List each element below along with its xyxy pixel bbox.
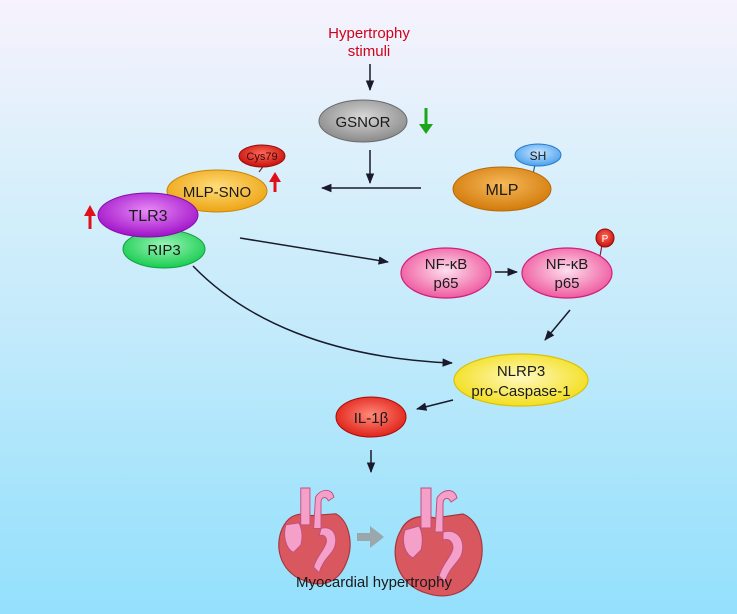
nfkb2-label-line1: NF-κB — [546, 256, 589, 273]
node-tlr3: TLR3 — [97, 192, 199, 238]
il1b-label: IL-1β — [354, 410, 389, 427]
outcome-label: Myocardial hypertrophy — [296, 574, 452, 591]
stimulus-label-line2: stimuli — [348, 43, 391, 60]
mlp-sno-label: MLP-SNO — [183, 184, 251, 201]
nfkb1-label-line1: NF-κB — [425, 256, 468, 273]
node-rip3: RIP3 — [122, 229, 206, 269]
edge-nlrp3-il1b — [415, 399, 454, 411]
node-nlrp3-pro-caspase-1: NLRP3 pro-Caspase-1 — [453, 353, 589, 407]
rip3-label: RIP3 — [147, 242, 180, 259]
edge-nfkb-nlrp3 — [544, 309, 571, 341]
node-sh: SH — [514, 143, 562, 167]
nfkb1-label-line2: p65 — [433, 275, 458, 292]
mlp-label: MLP — [486, 182, 519, 199]
node-nfkb-p65: NF-κB p65 — [400, 247, 492, 299]
gsnor-label: GSNOR — [335, 114, 390, 131]
transition-arrow-icon — [357, 526, 384, 548]
edge-rip3-nlrp3 — [192, 265, 454, 367]
edge-rip3-nfkb — [239, 237, 390, 265]
node-mlp-sno: MLP-SNO — [166, 163, 268, 213]
sh-label: SH — [530, 149, 547, 163]
tlr3-up-indicator-icon — [84, 205, 96, 229]
node-gsnor: GSNOR — [318, 99, 408, 143]
node-nfkb-p65-phosphorylated: NF-κB p65 — [521, 244, 613, 299]
node-mlp: MLP — [452, 164, 552, 212]
hypertrophic-heart-icon — [394, 487, 483, 597]
edges — [192, 64, 571, 474]
stimulus-label-line1: Hypertrophy — [328, 25, 410, 42]
mlp-sno-up-indicator-icon — [269, 172, 281, 192]
nfkb2-label-line2: p65 — [554, 275, 579, 292]
cys79-label: Cys79 — [246, 151, 277, 163]
phospho-badge: P — [595, 228, 615, 248]
gsnor-down-indicator-icon — [419, 108, 433, 134]
node-il-1b: IL-1β — [335, 396, 407, 438]
tlr3-label: TLR3 — [128, 208, 167, 225]
nlrp3-label-line1: NLRP3 — [497, 363, 545, 380]
node-cys79: Cys79 — [238, 144, 286, 168]
nlrp3-label-line2: pro-Caspase-1 — [471, 383, 570, 400]
normal-heart-icon — [278, 487, 351, 585]
phospho-label: P — [602, 234, 609, 245]
